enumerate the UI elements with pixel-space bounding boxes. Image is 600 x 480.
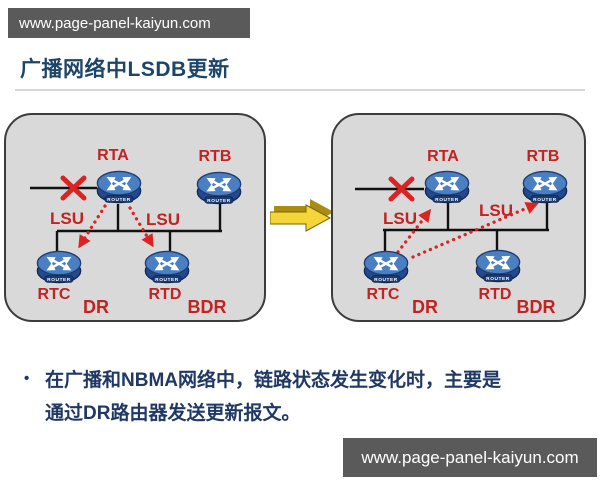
lsu-label-right: LSU — [479, 201, 513, 220]
transition-arrow-icon — [270, 199, 334, 232]
topology-lines-left — [30, 175, 222, 253]
dr-label: DR — [412, 297, 438, 317]
rtb-router-icon — [522, 170, 568, 204]
link-failure-x-icon — [60, 175, 87, 201]
rtb-router-icon — [196, 171, 242, 205]
rtb-label: RTB — [526, 148, 560, 165]
bdr-label: BDR — [187, 297, 227, 317]
topology-panel-after: RTA RTB LSU LSU RTC DR RTD BDR — [331, 113, 586, 322]
ethernet-segment-lines — [355, 187, 549, 253]
page-title: 广播网络中LSDB更新 — [20, 58, 230, 81]
rtd-router-icon — [475, 249, 521, 283]
topology-panel-before: RTA RTB LSU LSU RTC DR RTD BDR — [4, 113, 266, 322]
watermark-banner-bottom: www.page-panel-kaiyun.com — [343, 438, 597, 477]
rtd-router-icon — [144, 250, 190, 284]
bdr-label: BDR — [516, 297, 556, 317]
lsu-arrow-rta-to-rtd — [128, 206, 154, 248]
bullet-line-1: 在广播和NBMA网络中，链路状态发生变化时，主要是 — [45, 370, 501, 391]
rta-router-icon — [96, 170, 142, 204]
link-failure-x-icon — [388, 176, 415, 202]
rtc-label: RTC — [37, 286, 71, 303]
topology-lines-right — [355, 176, 549, 259]
lsu-arrow-rtc-to-rta — [396, 208, 432, 254]
bullet-paragraph: 在广播和NBMA网络中，链路状态发生变化时，主要是 通过DR路由器发送更新报文。 — [45, 364, 565, 430]
rta-label: RTA — [427, 148, 459, 165]
lsu-label-left: LSU — [50, 209, 84, 228]
title-divider — [15, 89, 585, 91]
rtc-label: RTC — [366, 286, 400, 303]
rtc-router-icon — [36, 250, 82, 284]
watermark-banner-top: www.page-panel-kaiyun.com — [8, 8, 250, 38]
lsu-arrow-rta-to-rtc — [78, 204, 107, 249]
watermark-text-bottom: www.page-panel-kaiyun.com — [361, 447, 579, 467]
bullet-marker: • — [24, 370, 30, 387]
rta-label: RTA — [97, 147, 129, 164]
watermark-text-top: www.page-panel-kaiyun.com — [19, 14, 211, 32]
rtb-label: RTB — [198, 148, 232, 165]
lsu-label-left: LSU — [383, 209, 417, 228]
rtd-label: RTD — [148, 286, 182, 303]
lsu-label-right: LSU — [146, 210, 180, 229]
rtd-label: RTD — [478, 286, 512, 303]
rtc-router-icon — [363, 250, 409, 284]
dr-label: DR — [83, 297, 109, 317]
ethernet-segment-lines — [30, 186, 222, 253]
rta-router-icon — [424, 170, 470, 204]
bullet-line-2: 通过DR路由器发送更新报文。 — [45, 403, 301, 424]
